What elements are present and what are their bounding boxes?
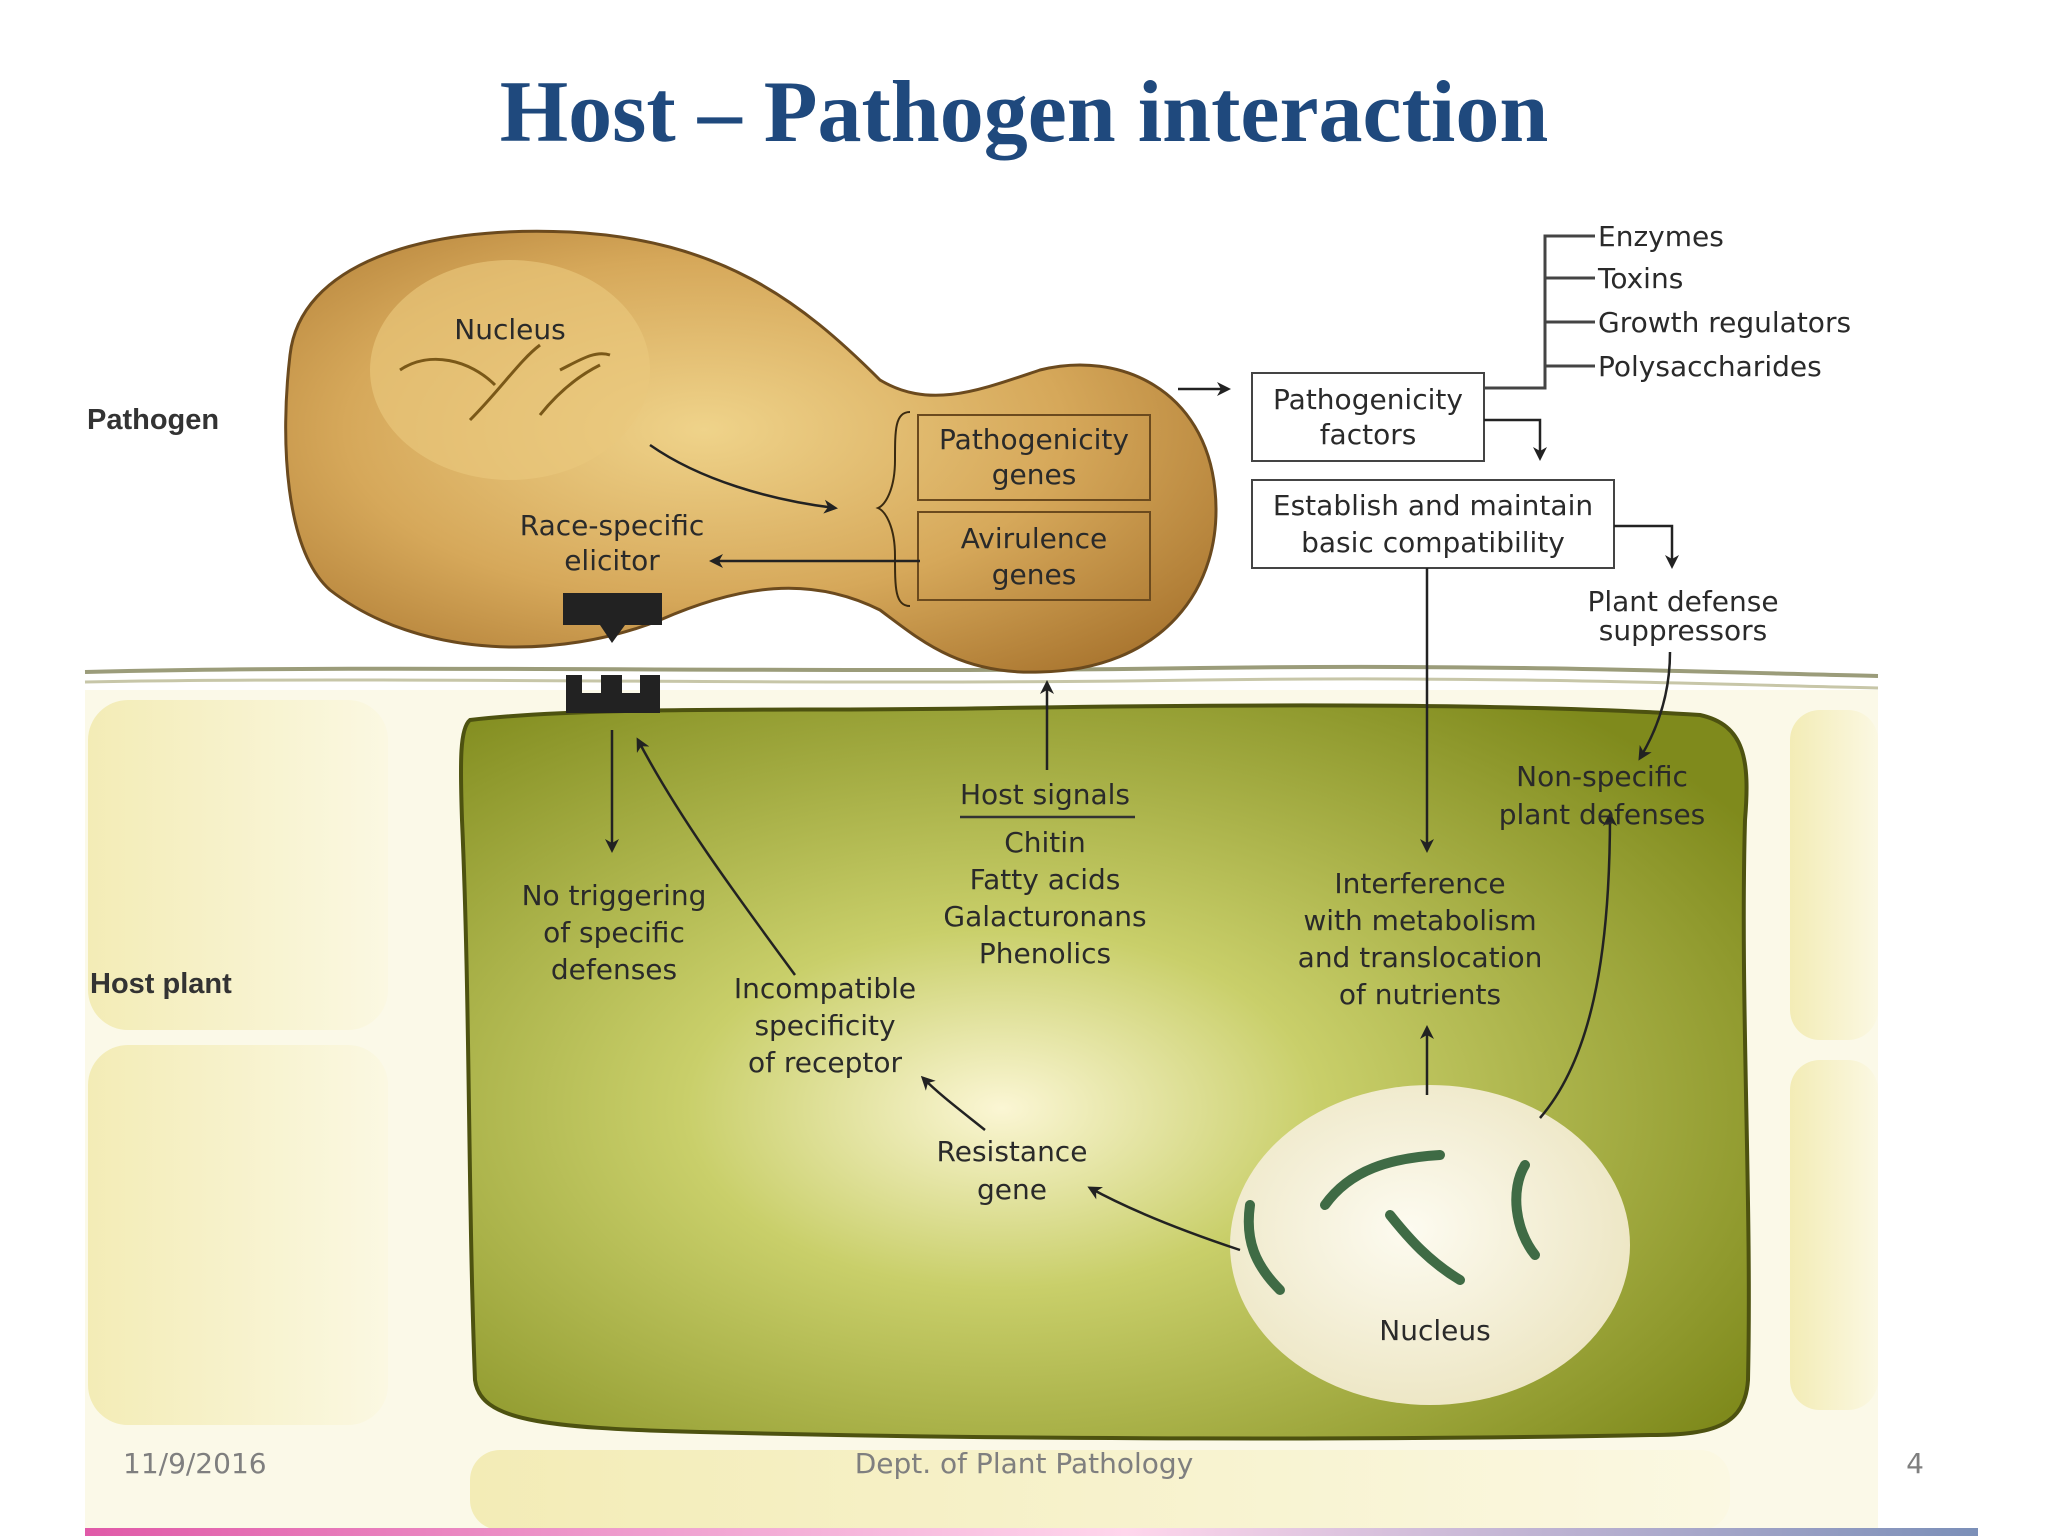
background-cell — [88, 700, 388, 1030]
factor-list-bracket — [1484, 234, 1595, 390]
plant-surface-line — [84, 677, 1879, 690]
pathogenicity-genes-label-2: genes — [992, 458, 1077, 491]
host-signal-item: Phenolics — [979, 937, 1111, 970]
interference-label-4: of nutrients — [1339, 978, 1501, 1011]
race-specific-elicitor-shape — [563, 593, 662, 643]
establish-label: Establish and maintain — [1273, 489, 1593, 522]
pathogenicity-genes-box — [917, 414, 1151, 501]
plant-defense-suppressors-label-2: suppressors — [1599, 614, 1767, 647]
footer-date: 11/9/2016 — [123, 1447, 267, 1480]
gene-bracket — [875, 411, 911, 607]
no-triggering-label: No triggering — [522, 879, 707, 912]
avirulence-genes-label-2: genes — [992, 558, 1077, 591]
pathogenicity-genes-label: Pathogenicity — [939, 423, 1129, 456]
pathogen-nucleus-label: Nucleus — [454, 313, 565, 346]
incompatible-specificity-label-2: specificity — [754, 1009, 895, 1042]
arrow-nucleus-to-elicitor — [649, 443, 838, 514]
pathogenicity-factors-box — [1251, 372, 1485, 462]
background-cell — [1790, 710, 1878, 1040]
avirulence-genes-label: Avirulence — [961, 522, 1108, 555]
interference-label-3: and translocation — [1298, 941, 1543, 974]
factor-toxins: Toxins — [1597, 262, 1683, 295]
arrow-nucleus-to-resistance — [1087, 1186, 1241, 1252]
host-nucleus — [1230, 1085, 1630, 1405]
host-plant-label: Host plant — [90, 968, 232, 1000]
factor-growth-regulators: Growth regulators — [1598, 306, 1851, 339]
background-cell — [88, 1045, 388, 1425]
non-specific-defenses-label-2: plant defenses — [1499, 798, 1706, 831]
no-triggering-label-2: of specific — [543, 916, 685, 949]
pathogen-label: Pathogen — [87, 404, 219, 436]
host-signal-item: Chitin — [1004, 826, 1086, 859]
host-signal-item: Fatty acids — [970, 863, 1121, 896]
incompatible-specificity-label-3: of receptor — [748, 1046, 903, 1079]
background-cell — [470, 1450, 1730, 1530]
arrow-suppressors-to-non-specific — [1638, 651, 1672, 761]
arrow-incompatible-to-receptor — [636, 737, 797, 976]
arrow-factors-down — [1484, 418, 1547, 461]
avirulence-genes-box — [917, 511, 1151, 601]
resistance-gene-label-2: gene — [977, 1173, 1047, 1206]
host-chromosomes — [1243, 1150, 1540, 1295]
slide-bottom-bar — [85, 1528, 1978, 1536]
incompatible-specificity-label: Incompatible — [734, 972, 916, 1005]
plant-defense-suppressors-label: Plant defense — [1587, 585, 1778, 618]
diagram-arrows — [605, 382, 1679, 1252]
background-cell — [1790, 1060, 1878, 1410]
non-specific-defenses-label: Non-specific — [1516, 760, 1688, 793]
no-triggering-label-3: defenses — [551, 953, 677, 986]
slide-title: Host – Pathogen interaction — [499, 64, 1549, 161]
host-nucleus-label: Nucleus — [1379, 1314, 1490, 1347]
host-signal-item: Galacturonans — [943, 900, 1146, 933]
footer-page-number: 4 — [1906, 1447, 1924, 1480]
host-signals-title: Host signals — [960, 778, 1130, 811]
resistance-gene-label: Resistance — [937, 1135, 1088, 1168]
establish-label-2: basic compatibility — [1301, 526, 1565, 559]
pathogenicity-factors-label: Pathogenicity — [1273, 383, 1463, 416]
pathogenicity-factors-label-2: factors — [1320, 418, 1417, 451]
receptor-shape — [566, 675, 660, 713]
factor-enzymes: Enzymes — [1598, 220, 1724, 253]
plant-surface-line — [84, 664, 1879, 678]
race-specific-elicitor-label-2: elicitor — [564, 544, 660, 577]
interference-label: Interference — [1334, 867, 1505, 900]
interference-label-2: with metabolism — [1303, 904, 1536, 937]
factor-polysaccharides: Polysaccharides — [1598, 350, 1822, 383]
race-specific-elicitor-label: Race-specific — [520, 509, 705, 542]
establish-compatibility-box — [1251, 479, 1615, 569]
arrow-resistance-to-incompatible — [920, 1075, 986, 1131]
arrow-establish-to-suppressors — [1614, 524, 1679, 569]
footer-department: Dept. of Plant Pathology — [854, 1447, 1194, 1480]
arrow-nucleus-to-non-specific — [1539, 812, 1617, 1119]
pathogen-nucleus — [370, 260, 650, 480]
pathogen-chromosomes — [399, 343, 611, 422]
